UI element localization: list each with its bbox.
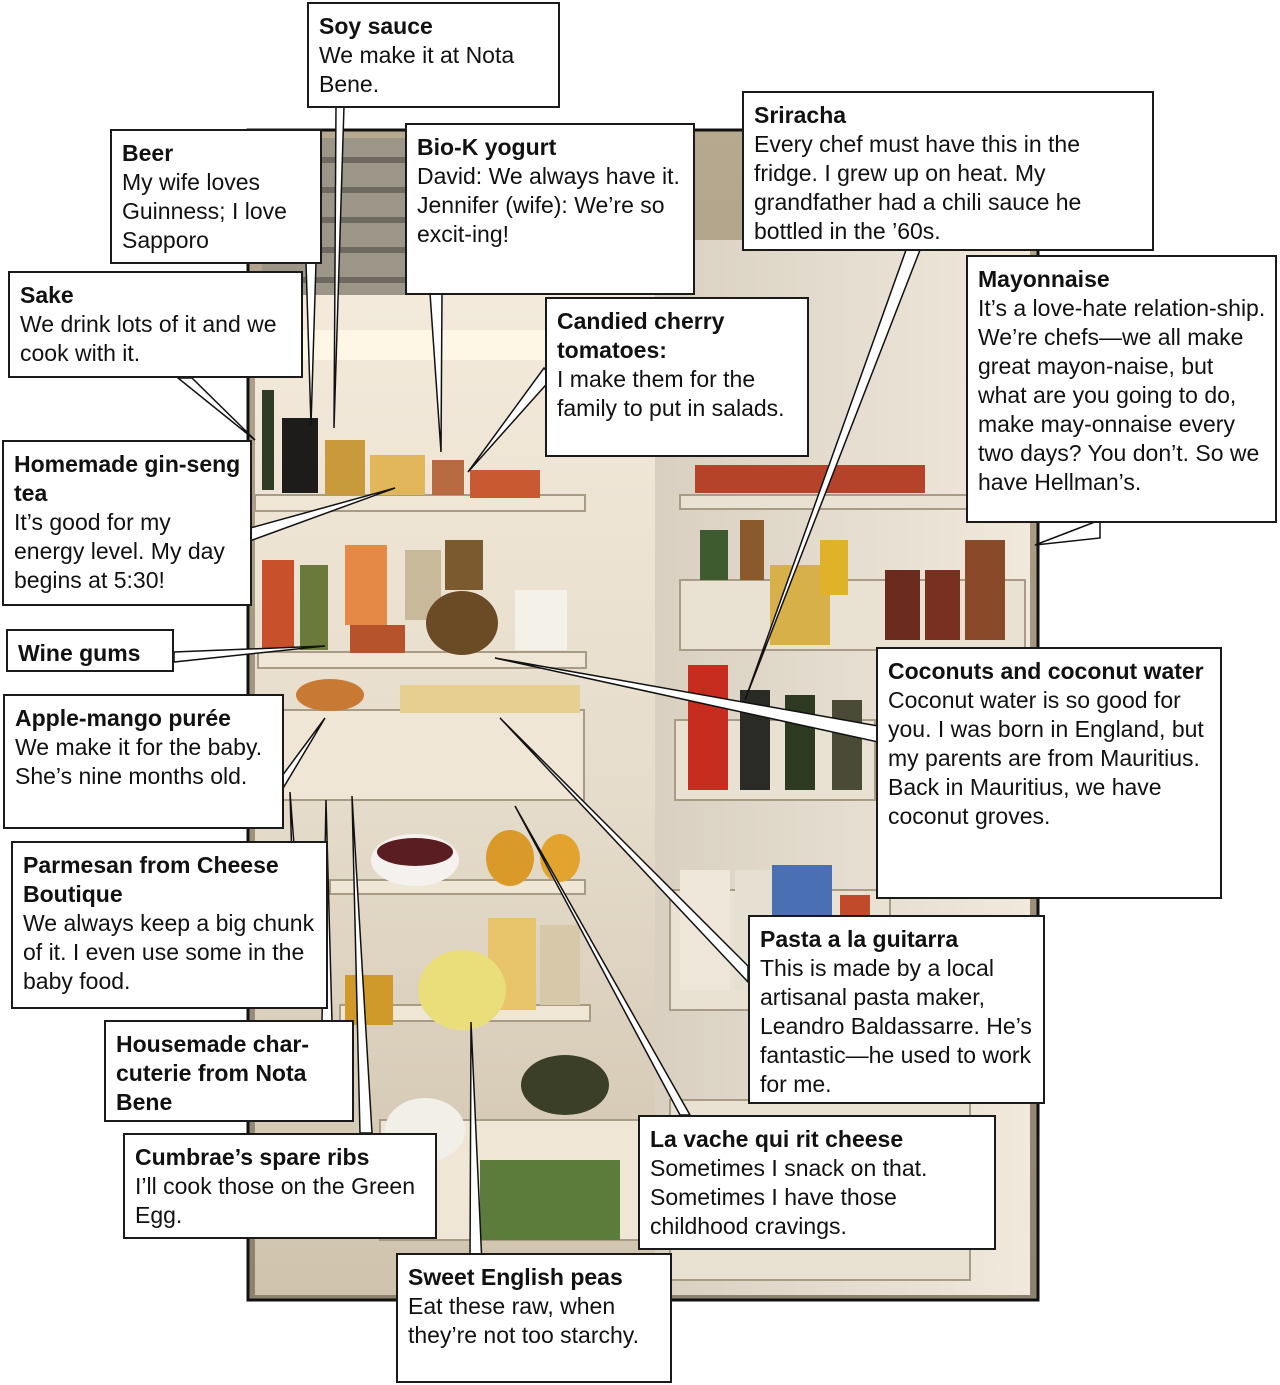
pointer-wine-gums xyxy=(173,645,326,663)
callout-text: Every chef must have this in the fridge.… xyxy=(754,131,1082,244)
callout-title: Sweet English peas xyxy=(408,1264,623,1290)
callout-text: We make it at Nota Bene. xyxy=(319,42,515,97)
callout-title: Pasta a la guitarra xyxy=(760,926,959,952)
callout-title: Bio-K yogurt xyxy=(417,134,557,160)
callout-text: My wife loves Guinness; I love Sapporo xyxy=(122,169,287,253)
callout-english-peas: Sweet English peas Eat these raw, when t… xyxy=(396,1253,672,1383)
callout-title: Homemade gin-seng tea xyxy=(14,451,241,506)
callout-title: Beer xyxy=(122,140,174,166)
callout-parmesan: Parmesan from Cheese Boutique We always … xyxy=(11,841,328,1009)
callout-title: Parmesan from Cheese Boutique xyxy=(23,852,279,907)
callout-bio-k-yogurt: Bio-K yogurt David: We always have it. J… xyxy=(405,123,695,295)
callout-sake: Sake We drink lots of it and we cook wit… xyxy=(8,271,303,378)
callout-apple-mango-puree: Apple-mango purée We make it for the bab… xyxy=(3,694,284,829)
callout-title: Housemade char-cuterie from Nota Bene xyxy=(116,1031,310,1115)
callout-spare-ribs: Cumbrae’s spare ribs I’ll cook those on … xyxy=(123,1133,437,1239)
callout-la-vache: La vache qui rit cheese Sometimes I snac… xyxy=(638,1115,996,1250)
callout-title: Apple-mango purée xyxy=(15,705,231,731)
callout-title: Cumbrae’s spare ribs xyxy=(135,1144,370,1170)
callout-title: Sriracha xyxy=(754,102,847,128)
callout-text: We always keep a big chunk of it. I even… xyxy=(23,910,315,994)
pointer-mayonnaise xyxy=(1034,518,1101,546)
callout-candied-cherry-tomatoes: Candied cherry tomatoes: I make them for… xyxy=(545,297,809,457)
pointer-lines xyxy=(173,105,1101,1266)
callout-wine-gums: Wine gums xyxy=(6,629,174,672)
callout-text: We make it for the baby. She’s nine mont… xyxy=(15,734,263,789)
callout-soy-sauce: Soy sauce We make it at Nota Bene. xyxy=(307,2,560,108)
callout-charcuterie: Housemade char-cuterie from Nota Bene xyxy=(104,1020,354,1122)
callout-beer: Beer My wife loves Guinness; I love Sapp… xyxy=(110,129,322,264)
callout-title: Coconuts and coconut water xyxy=(888,658,1204,684)
callout-title: Sake xyxy=(20,282,74,308)
callout-text: It’s good for my energy level. My day be… xyxy=(14,509,225,593)
callout-text: Coconut water is so good for you. I was … xyxy=(888,687,1204,829)
callout-text: I make them for the family to put in sal… xyxy=(557,366,785,421)
pointer-sake xyxy=(175,377,256,441)
callout-title: Mayonnaise xyxy=(978,266,1110,292)
callout-text: It’s a love-hate relation-ship. We’re ch… xyxy=(978,295,1266,495)
callout-text: Eat these raw, when they’re not too star… xyxy=(408,1293,639,1348)
callout-text: This is made by a local artisanal pasta … xyxy=(760,955,1032,1097)
callout-title: Candied cherry tomatoes: xyxy=(557,308,725,363)
callout-title: Soy sauce xyxy=(319,13,433,39)
callout-title: La vache qui rit cheese xyxy=(650,1126,904,1152)
callout-text: We drink lots of it and we cook with it. xyxy=(20,311,277,366)
callout-title: Wine gums xyxy=(18,640,141,666)
callout-text: Sometimes I snack on that. Sometimes I h… xyxy=(650,1155,928,1239)
callout-ginseng-tea: Homemade gin-seng tea It’s good for my e… xyxy=(2,440,252,606)
callout-text: David: We always have it. Jennifer (wife… xyxy=(417,163,680,247)
callout-sriracha: Sriracha Every chef must have this in th… xyxy=(742,91,1154,251)
callout-pasta: Pasta a la guitarra This is made by a lo… xyxy=(748,915,1045,1104)
callout-text: I’ll cook those on the Green Egg. xyxy=(135,1173,415,1228)
callout-mayonnaise: Mayonnaise It’s a love-hate relation-shi… xyxy=(966,255,1277,523)
callout-coconuts: Coconuts and coconut water Coconut water… xyxy=(876,647,1222,899)
